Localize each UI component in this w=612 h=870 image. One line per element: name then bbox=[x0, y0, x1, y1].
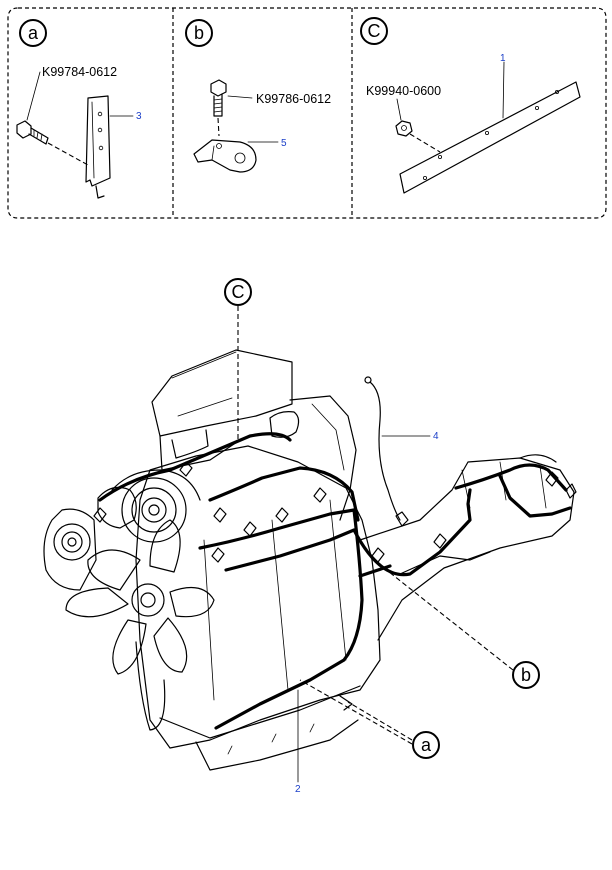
arrowhead-a-1 bbox=[339, 695, 353, 711]
protector-1-icon bbox=[399, 81, 581, 194]
part-number-bolt-b: K99786-0612 bbox=[256, 92, 331, 106]
detail-c: C K99940-0600 1 bbox=[360, 17, 581, 194]
item-number-2: 2 bbox=[295, 784, 301, 795]
callout-circle-b bbox=[185, 19, 213, 47]
bolt-a-icon bbox=[16, 120, 49, 145]
panel-frame bbox=[7, 7, 607, 219]
callout-label-c-main: C bbox=[232, 282, 245, 302]
item-number-3: 3 bbox=[136, 111, 142, 122]
detail-panels bbox=[7, 7, 607, 219]
nut-c-icon bbox=[395, 120, 413, 137]
nut-c-dashed-path bbox=[409, 133, 441, 153]
item-number-5: 5 bbox=[281, 138, 287, 149]
main-harness bbox=[93, 432, 577, 730]
leader-protector-1 bbox=[502, 61, 505, 119]
detail-b: b K99786-0612 5 bbox=[185, 19, 331, 173]
leader-a-main-2 bbox=[299, 679, 413, 745]
bolt-a-dashed-path bbox=[47, 142, 89, 166]
part-number-nut-c: K99940-0600 bbox=[366, 84, 441, 98]
callout-label-c: C bbox=[368, 21, 381, 41]
detail-a: a K99784-0612 3 bbox=[16, 19, 142, 199]
bolt-b-icon bbox=[210, 79, 227, 117]
callout-circle-c bbox=[360, 17, 388, 45]
callout-circle-b-main bbox=[512, 661, 540, 689]
part-number-bolt-a: K99784-0612 bbox=[42, 65, 117, 79]
transmission bbox=[359, 454, 575, 641]
bolt-b-dashed-path bbox=[217, 117, 220, 137]
callout-circle-a bbox=[19, 19, 47, 47]
bracket-5-icon bbox=[193, 139, 257, 173]
callout-label-b-main: b bbox=[521, 665, 531, 685]
front-pulleys bbox=[43, 469, 201, 591]
leader-a-main-1 bbox=[347, 701, 413, 741]
callout-label-a-main: a bbox=[421, 735, 432, 755]
wire-4 bbox=[364, 376, 409, 527]
item-number-4: 4 bbox=[433, 431, 439, 442]
leader-bolt-b bbox=[227, 95, 253, 99]
item-number-1: 1 bbox=[500, 53, 506, 64]
leader-nut-c bbox=[396, 98, 402, 121]
cooling-fan-icon bbox=[65, 519, 215, 731]
engine-assembly: C bbox=[43, 278, 577, 795]
callout-label-a: a bbox=[28, 23, 39, 43]
callout-label-b: b bbox=[194, 23, 204, 43]
leader-bolt-a bbox=[26, 71, 41, 121]
bracket-3-icon bbox=[85, 95, 111, 199]
engine-block bbox=[135, 445, 381, 771]
leader-b-main bbox=[383, 567, 514, 671]
callout-circle-a-main bbox=[412, 731, 440, 759]
callout-circle-c-main bbox=[224, 278, 252, 306]
